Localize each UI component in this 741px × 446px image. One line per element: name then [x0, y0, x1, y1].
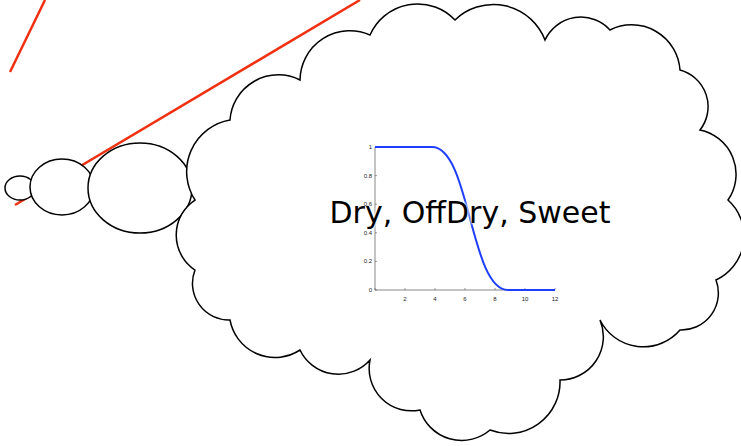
axis-tick-label: 0 [369, 287, 372, 293]
cloud-text: Dry, OffDry, Sweet [329, 195, 610, 230]
axis-tick-label: 8 [493, 296, 496, 302]
axis-tick-label: 1 [369, 144, 372, 150]
axis-tick-label: 0.6 [364, 201, 372, 207]
axis-tick-label: 12 [552, 296, 559, 302]
axis-tick-label: 6 [463, 296, 466, 302]
axis-tick-label: 4 [433, 296, 436, 302]
plot-tick [405, 288, 406, 290]
thought-bubble [30, 159, 94, 215]
plot-tick [375, 175, 377, 176]
plot-tick [375, 261, 377, 262]
plot-tick [435, 288, 436, 290]
thought-bubble [88, 143, 192, 233]
plot-tick [495, 288, 496, 290]
axis-tick-label: 0.4 [364, 230, 372, 236]
plot-tick [375, 290, 377, 291]
plot-tick [465, 288, 466, 290]
thought-cloud: Dry, OffDry, Sweet [180, 0, 741, 446]
plot-tick [375, 232, 377, 233]
cloud-shape [176, 4, 741, 441]
axis-tick-label: 10 [522, 296, 529, 302]
red-line [10, 0, 45, 72]
axis-tick-label: 2 [403, 296, 406, 302]
axis-tick-label: 0.8 [364, 173, 372, 179]
axis-tick-label: 0.2 [364, 258, 372, 264]
